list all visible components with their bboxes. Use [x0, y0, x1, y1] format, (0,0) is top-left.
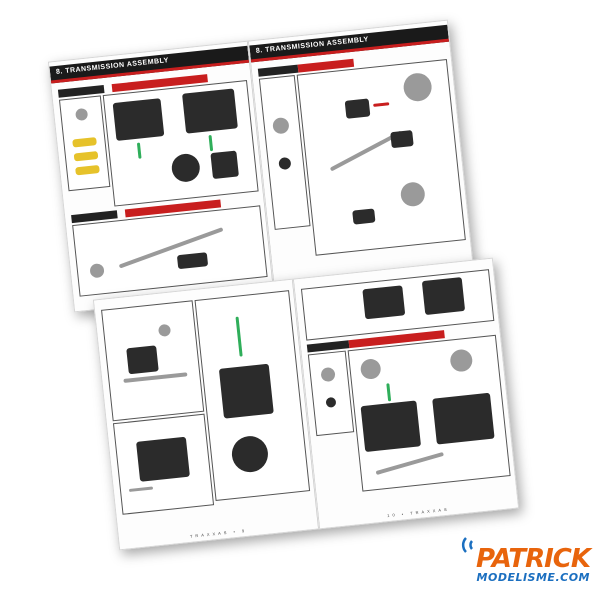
front-left-page-footer: TRAXXAS • 9	[189, 527, 248, 539]
diagram-panel	[194, 290, 311, 501]
front-booklet: TRAXXAS • 9 10 • TRAXXAS	[92, 257, 520, 551]
arrow-marker	[235, 316, 243, 357]
gear-part	[73, 151, 99, 162]
housing-part	[421, 277, 466, 316]
gear-part	[399, 181, 426, 208]
gear-part	[344, 98, 371, 119]
housing-part	[136, 436, 190, 482]
gear-part	[170, 152, 202, 184]
housing-part	[218, 363, 274, 419]
gear-part	[72, 137, 97, 148]
diagram-panel	[112, 413, 215, 515]
gear-part	[402, 71, 434, 103]
arrow-marker	[373, 102, 390, 107]
bearing-part	[272, 116, 290, 135]
diagram-panel	[300, 269, 495, 341]
gear-part	[390, 130, 414, 149]
arrow-marker	[136, 142, 142, 159]
bearing-part	[75, 107, 89, 122]
bearing-part	[157, 323, 172, 337]
diagram-panel	[102, 79, 259, 207]
diagram-panel	[347, 334, 511, 492]
brand-logo: PATRICK MODELISME.COM	[476, 544, 591, 584]
diagram-panel	[101, 300, 205, 422]
front-right-page: 10 • TRAXXAS	[293, 258, 518, 529]
logo-sub-text: MODELISME.COM	[476, 571, 590, 584]
bearing-part	[320, 366, 336, 383]
detail-circle	[230, 434, 270, 474]
screw-part	[128, 486, 154, 492]
back-left-page: 8. TRANSMISSION ASSEMBLY TRAXXAS • 7	[49, 41, 274, 312]
housing-part	[362, 285, 406, 320]
diagram-panel	[296, 58, 466, 256]
parts-panel	[58, 95, 111, 192]
back-right-page: 8. TRANSMISSION ASSEMBLY 8 • TRAXXAS	[248, 20, 473, 291]
housing-part	[182, 88, 238, 134]
housing-part	[432, 392, 495, 445]
gear-part	[449, 348, 474, 373]
washer-part	[325, 396, 337, 408]
bearing-part	[89, 263, 105, 279]
housing-part	[112, 98, 165, 141]
gear-part	[352, 208, 376, 225]
back-right-page-header: 8. TRANSMISSION ASSEMBLY	[249, 24, 450, 63]
arrow-marker	[386, 383, 392, 402]
gear-part	[176, 252, 209, 270]
housing-part	[360, 400, 422, 453]
gear-part	[126, 345, 159, 375]
arrow-marker	[208, 135, 214, 152]
washer-part	[278, 156, 292, 171]
logo-main-text: PATRICK	[476, 544, 591, 574]
back-left-page-header: 8. TRANSMISSION ASSEMBLY	[49, 45, 250, 84]
front-right-page-footer: 10 • TRAXXAS	[387, 506, 450, 519]
gear-part	[359, 358, 382, 381]
signal-wave-icon	[461, 537, 474, 553]
front-left-page: TRAXXAS • 9	[94, 279, 319, 550]
parts-panel	[307, 350, 355, 437]
gear-part	[75, 164, 100, 176]
shaft-part	[375, 451, 444, 476]
cover-part	[210, 150, 239, 180]
